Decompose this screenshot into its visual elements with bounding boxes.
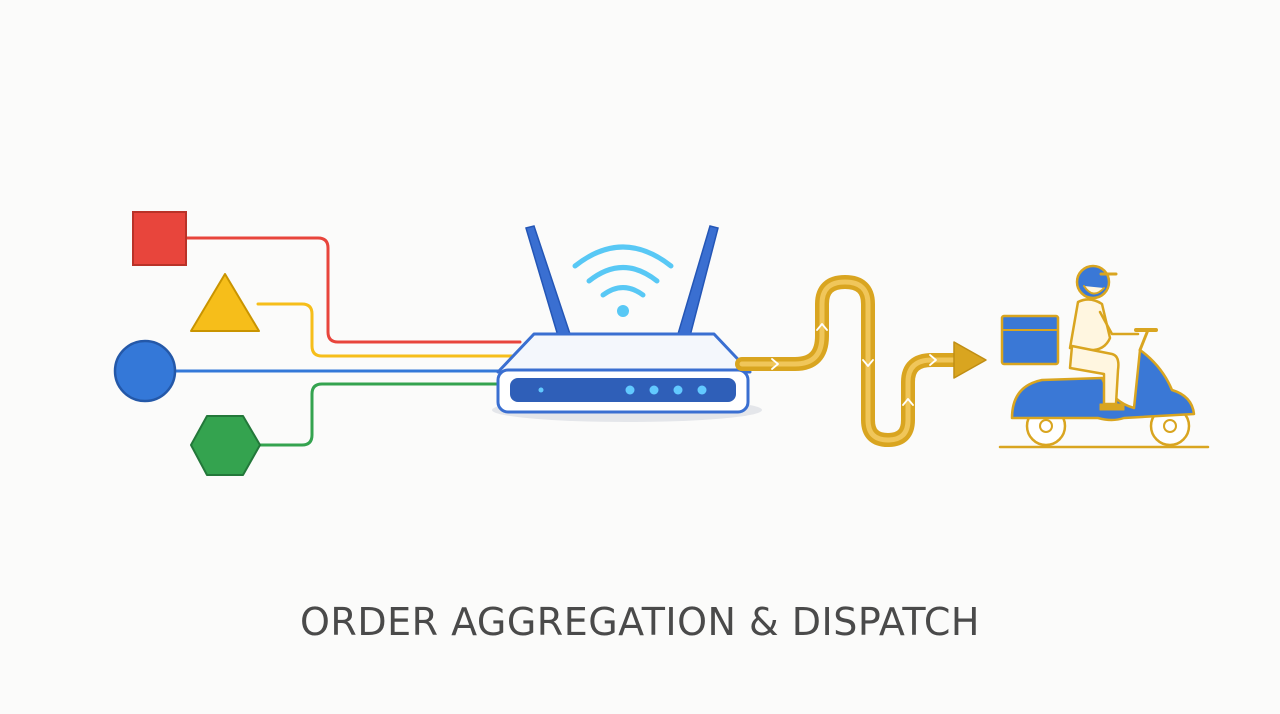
router-icon xyxy=(496,332,752,414)
router-panel xyxy=(510,378,736,402)
delivery-box xyxy=(1000,314,1060,366)
scooter-stem xyxy=(1138,328,1150,352)
rear-wheel-hub xyxy=(1039,419,1053,433)
diagram-caption: ORDER AGGREGATION & DISPATCH xyxy=(300,600,980,644)
router-status-led xyxy=(538,387,544,393)
square-icon xyxy=(132,211,187,266)
green-source-line xyxy=(256,382,502,447)
hexagon-icon xyxy=(190,415,261,476)
yellow-source-line xyxy=(256,302,517,358)
wifi-arc-middle xyxy=(586,265,660,284)
dispatch-arrowhead xyxy=(953,341,987,379)
front-wheel-hub xyxy=(1163,419,1177,433)
router-port-led xyxy=(625,385,635,395)
router-port-led xyxy=(649,385,659,395)
route-direction-chevrons xyxy=(771,323,937,406)
wifi-icon xyxy=(572,244,674,317)
circle-icon xyxy=(113,339,177,403)
dispatch-route-highlight xyxy=(739,279,961,443)
right-antenna xyxy=(677,225,719,337)
rider-face xyxy=(1083,285,1105,295)
rider-torso xyxy=(1068,298,1112,352)
dispatch-route xyxy=(735,275,987,447)
wifi-dot xyxy=(617,305,629,317)
wifi-arc-inner xyxy=(600,285,646,298)
router-top xyxy=(496,332,752,374)
wifi-arc-outer xyxy=(572,244,674,269)
red-source-line xyxy=(184,236,522,344)
router-port-led xyxy=(697,385,707,395)
source-lines xyxy=(174,236,522,447)
rider-leg xyxy=(1068,344,1120,406)
router-antennas xyxy=(525,225,719,337)
left-antenna xyxy=(525,225,571,337)
triangle-icon xyxy=(190,273,260,332)
rider-arm xyxy=(1098,310,1140,336)
rider-shoe xyxy=(1099,403,1125,411)
delivery-scooter-icon xyxy=(998,264,1210,449)
router-port-led xyxy=(673,385,683,395)
